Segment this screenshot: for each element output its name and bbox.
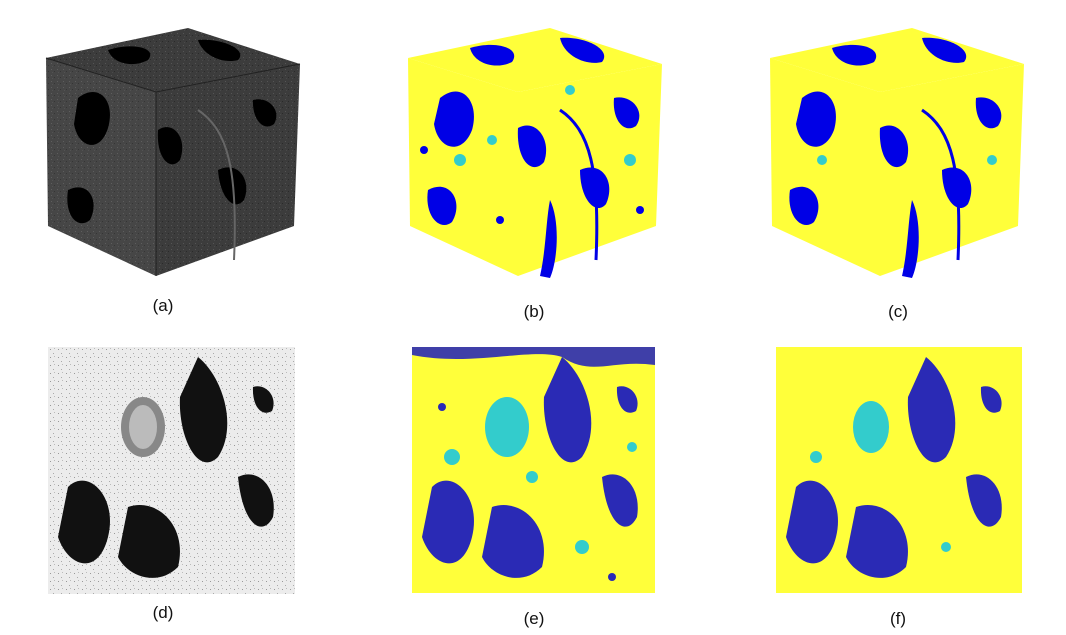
panel-b-cube	[400, 20, 670, 280]
pore-blob	[252, 99, 277, 127]
slice-segmented-noisy	[412, 347, 655, 593]
slice-segmented-clean	[776, 347, 1022, 593]
cube-grayscale	[45, 28, 301, 276]
pore-blob	[74, 91, 110, 145]
caption-c: (c)	[888, 302, 908, 321]
pore-blob	[157, 127, 183, 165]
caption-a: (a)	[152, 296, 174, 315]
caption-d: (d)	[152, 603, 174, 622]
pore-blob	[108, 46, 151, 65]
pore-blob	[67, 187, 94, 224]
caption-f: (f)	[889, 609, 907, 628]
panel-a-cube	[38, 20, 308, 280]
pore-blob	[198, 39, 241, 62]
grain-edge	[197, 109, 236, 261]
panel-d-slice	[48, 347, 295, 594]
cube-segmented-clean	[770, 28, 1024, 278]
panel-e-slice	[412, 347, 655, 593]
slice-grayscale	[48, 347, 295, 594]
cube-segmented-noisy	[408, 28, 662, 278]
caption-b: (b)	[523, 302, 545, 321]
panel-f-slice	[776, 347, 1022, 593]
caption-e: (e)	[523, 609, 545, 628]
panel-c-cube	[762, 20, 1032, 280]
